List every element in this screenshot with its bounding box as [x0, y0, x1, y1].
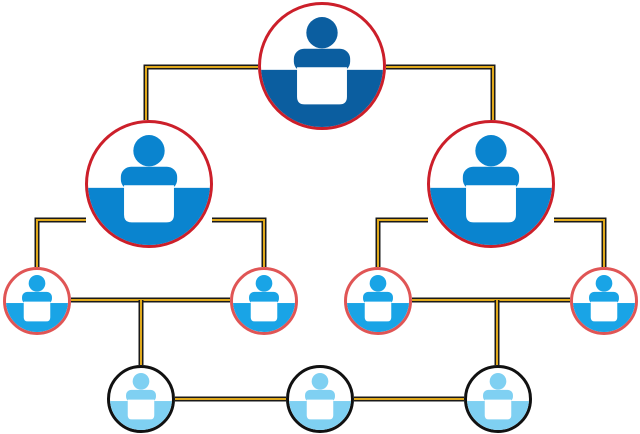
node-member-1 — [107, 365, 175, 433]
node-member-3 — [464, 365, 532, 433]
node-lead-1 — [3, 267, 71, 335]
node-lead-3 — [344, 267, 412, 335]
node-lead-2 — [230, 267, 298, 335]
connector-manager-left-lead-2 — [212, 217, 267, 267]
connector-root-manager-left — [143, 64, 258, 120]
node-manager-left — [85, 120, 213, 248]
person-at-desk-icon — [110, 372, 172, 430]
connector-manager-left-lead-1 — [34, 217, 86, 267]
person-at-desk-icon — [573, 274, 635, 332]
connector-layer — [34, 64, 607, 402]
node-lead-4 — [570, 267, 638, 335]
node-manager-right — [427, 120, 555, 248]
person-at-desk-icon — [261, 17, 383, 127]
node-root — [258, 2, 386, 130]
connector-manager-right-lead-4 — [554, 217, 607, 267]
connector-manager-right-lead-3 — [375, 217, 428, 267]
node-layer — [3, 2, 638, 433]
node-member-2 — [286, 365, 354, 433]
connector-root-manager-right — [386, 64, 496, 120]
